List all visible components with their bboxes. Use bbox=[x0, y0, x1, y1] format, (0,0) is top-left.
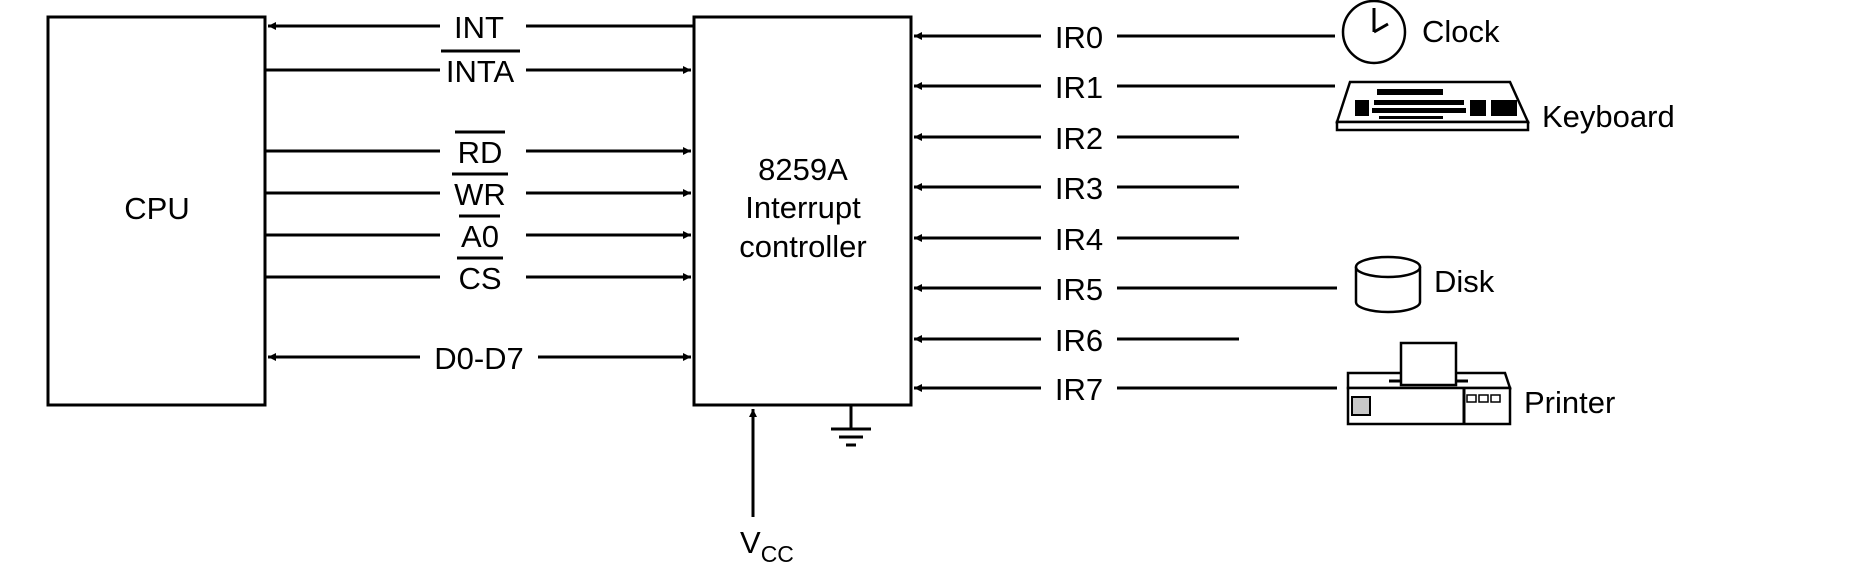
printer-device: Printer bbox=[1346, 341, 1615, 426]
rd-signal: RD bbox=[265, 130, 691, 170]
wr-label: WR bbox=[454, 177, 506, 212]
ir4-label: IR4 bbox=[1055, 222, 1103, 257]
clock-label: Clock bbox=[1422, 14, 1500, 49]
controller-label-line2: Interrupt bbox=[745, 190, 861, 225]
printer-label: Printer bbox=[1524, 385, 1615, 420]
int-signal: INT bbox=[268, 10, 694, 45]
printer-icon bbox=[1346, 341, 1512, 426]
data-bus-label: D0-D7 bbox=[434, 341, 524, 376]
data-bus-signal: D0-D7 bbox=[268, 341, 691, 376]
cs-signal: CS bbox=[265, 256, 691, 296]
ir3-line: IR3 bbox=[914, 171, 1239, 206]
ir4-line: IR4 bbox=[914, 222, 1239, 257]
ir5-line: IR5 bbox=[914, 272, 1337, 307]
ir1-label: IR1 bbox=[1055, 70, 1103, 105]
a0-signal: A0 bbox=[265, 214, 691, 254]
cpu-label: CPU bbox=[124, 191, 189, 226]
inta-label: INTA bbox=[446, 54, 515, 89]
cs-label: CS bbox=[458, 261, 501, 296]
inta-signal: INTA bbox=[265, 49, 691, 89]
ir2-label: IR2 bbox=[1055, 121, 1103, 156]
ir5-label: IR5 bbox=[1055, 272, 1103, 307]
ir6-line: IR6 bbox=[914, 323, 1239, 358]
interrupt-controller-block bbox=[692, 15, 913, 407]
disk-label: Disk bbox=[1434, 264, 1495, 299]
controller-label-line1: 8259A bbox=[758, 152, 848, 187]
vcc-label: VCC bbox=[740, 525, 794, 567]
ir7-label: IR7 bbox=[1055, 372, 1103, 407]
clock-icon bbox=[1341, 0, 1407, 65]
rd-label: RD bbox=[458, 135, 503, 170]
disk-device: Disk bbox=[1354, 255, 1495, 314]
disk-icon bbox=[1354, 255, 1422, 314]
ir3-label: IR3 bbox=[1055, 171, 1103, 206]
ir2-line: IR2 bbox=[914, 121, 1239, 156]
clock-device: Clock bbox=[1341, 0, 1500, 65]
ir7-line: IR7 bbox=[914, 372, 1337, 407]
wr-signal: WR bbox=[265, 172, 691, 212]
keyboard-icon bbox=[1335, 80, 1530, 132]
vcc-supply: VCC bbox=[740, 409, 794, 567]
cpu-block bbox=[46, 15, 267, 407]
ir1-line: IR1 bbox=[914, 70, 1335, 105]
controller-label-line3: controller bbox=[739, 229, 867, 264]
ground-icon bbox=[831, 405, 871, 447]
a0-label: A0 bbox=[461, 219, 499, 254]
int-label: INT bbox=[454, 10, 504, 45]
keyboard-label: Keyboard bbox=[1542, 99, 1675, 134]
keyboard-device: Keyboard bbox=[1335, 80, 1675, 134]
ir6-label: IR6 bbox=[1055, 323, 1103, 358]
ir0-line: IR0 bbox=[914, 20, 1335, 55]
ir0-label: IR0 bbox=[1055, 20, 1103, 55]
